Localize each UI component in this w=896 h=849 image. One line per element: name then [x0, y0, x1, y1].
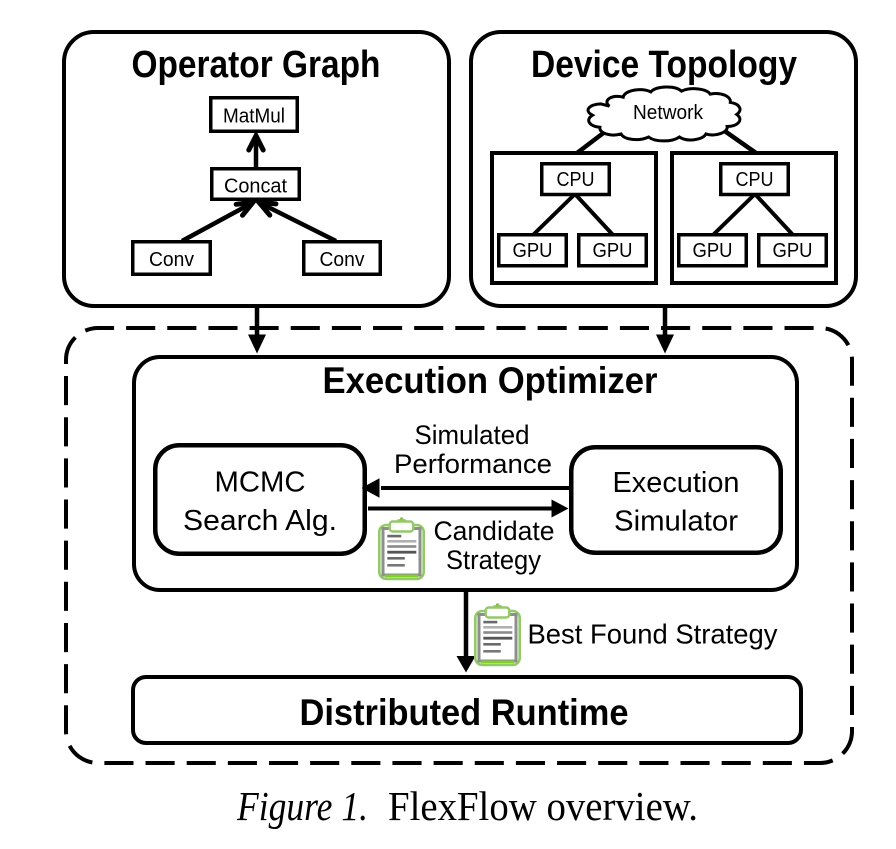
svg-text:MCMC: MCMC — [215, 467, 306, 499]
svg-text:Operator Graph: Operator Graph — [132, 44, 381, 86]
svg-text:Candidate: Candidate — [434, 516, 555, 546]
svg-text:Concat: Concat — [224, 176, 287, 198]
svg-text:Conv: Conv — [320, 249, 365, 271]
svg-text:Device Topology: Device Topology — [531, 44, 797, 86]
svg-text:GPU: GPU — [693, 240, 733, 262]
svg-text:Strategy: Strategy — [446, 545, 541, 575]
svg-text:Execution Optimizer: Execution Optimizer — [323, 360, 658, 401]
svg-text:GPU: GPU — [593, 240, 633, 262]
svg-text:Network: Network — [633, 102, 704, 124]
svg-text:Best Found Strategy: Best Found Strategy — [528, 619, 778, 650]
svg-text:Distributed Runtime: Distributed Runtime — [300, 692, 629, 733]
svg-text:FlexFlow overview.: FlexFlow overview. — [388, 783, 698, 829]
svg-text:Conv: Conv — [149, 249, 194, 271]
svg-text:Search Alg.: Search Alg. — [183, 505, 337, 537]
svg-text:Figure 1.: Figure 1. — [236, 783, 368, 829]
svg-text:Performance: Performance — [394, 449, 552, 479]
svg-text:CPU: CPU — [557, 169, 595, 191]
svg-text:GPU: GPU — [513, 240, 553, 262]
svg-text:Execution: Execution — [613, 467, 740, 499]
svg-text:Simulated: Simulated — [415, 420, 530, 450]
svg-text:GPU: GPU — [773, 240, 813, 262]
svg-text:Simulator: Simulator — [614, 506, 738, 538]
svg-text:MatMul: MatMul — [223, 106, 285, 128]
svg-text:CPU: CPU — [736, 169, 774, 191]
